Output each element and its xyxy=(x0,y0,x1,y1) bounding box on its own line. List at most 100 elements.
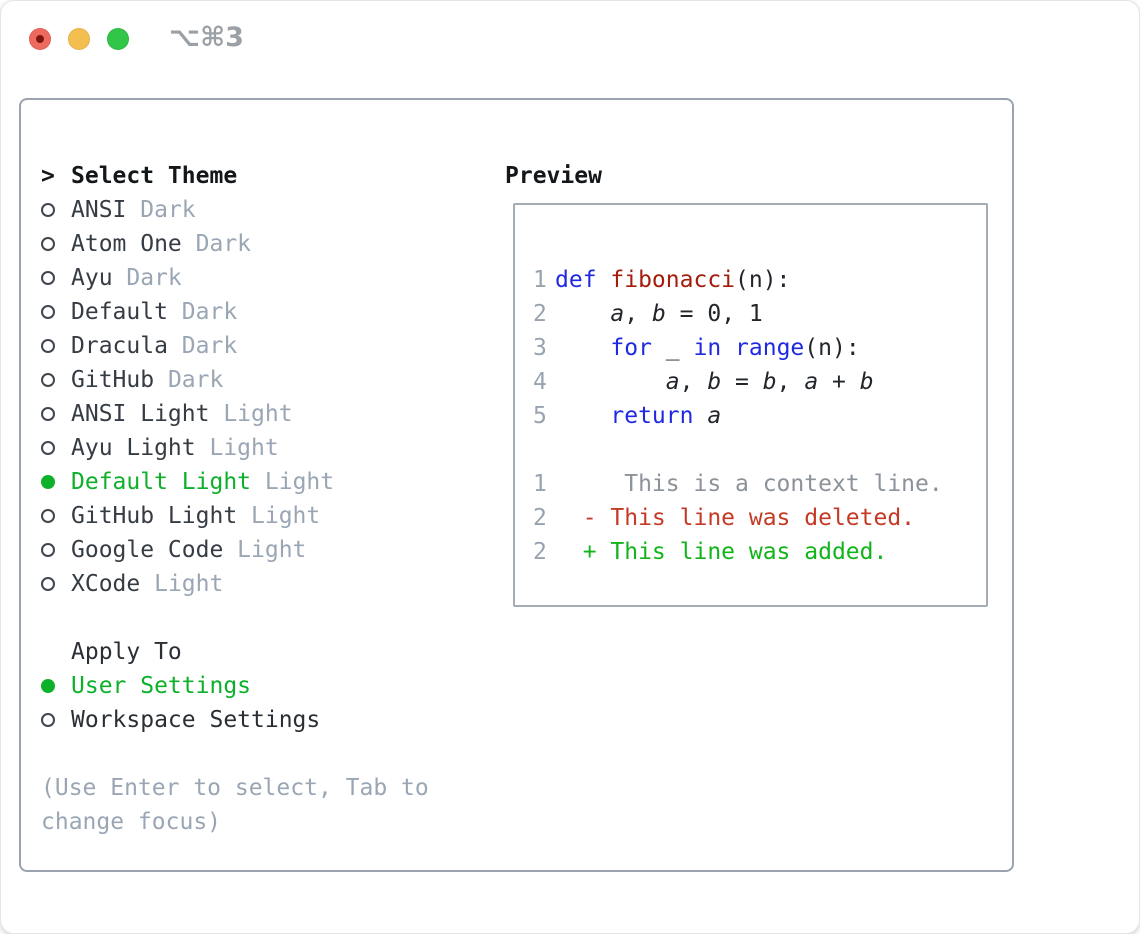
code-token: b xyxy=(651,301,666,327)
close-button[interactable] xyxy=(29,28,51,50)
theme-variant: Dark xyxy=(126,265,182,291)
radio-unselected-icon xyxy=(41,543,55,557)
theme-variant: Dark xyxy=(167,367,224,393)
theme-name: Default Light xyxy=(71,469,265,495)
code-token: a xyxy=(665,369,680,395)
close-dot-icon xyxy=(36,35,44,43)
code-token: def xyxy=(555,267,611,293)
zoom-button[interactable] xyxy=(107,28,129,50)
theme-option-atom-one[interactable]: Atom One Dark xyxy=(41,227,251,261)
code-token: + xyxy=(818,369,860,395)
theme-option-default-light[interactable]: Default Light Light xyxy=(41,465,334,499)
radio-unselected-icon xyxy=(41,407,55,421)
radio-unselected-icon xyxy=(41,339,55,353)
theme-option-ansi-light[interactable]: ANSI Light Light xyxy=(41,397,293,431)
theme-name: XCode xyxy=(71,571,155,597)
minimize-button[interactable] xyxy=(68,28,90,50)
theme-name: ANSI Light xyxy=(71,401,224,427)
theme-variant: Light xyxy=(154,571,224,597)
apply-to-header: Apply To xyxy=(41,635,182,669)
theme-variant: Light xyxy=(251,503,321,529)
theme-option-xcode[interactable]: XCode Light xyxy=(41,567,223,601)
preview-diff-line-ctx: 1 This is a context line. xyxy=(533,467,943,501)
theme-name: Atom One xyxy=(71,231,196,257)
line-number: 1 xyxy=(533,267,547,293)
radio-unselected-icon xyxy=(41,373,55,387)
theme-name: GitHub xyxy=(71,367,168,393)
theme-name: ANSI xyxy=(71,197,141,223)
code-token: a xyxy=(610,301,625,327)
theme-variant: Light xyxy=(209,435,279,461)
code-token: = xyxy=(665,301,708,327)
line-number: 2 xyxy=(533,539,547,565)
radio-unselected-icon xyxy=(41,713,55,727)
theme-name: Default xyxy=(71,299,182,325)
theme-option-ansi[interactable]: ANSI Dark xyxy=(41,193,196,227)
code-token: in xyxy=(693,335,722,361)
help-text-line-2: change focus) xyxy=(41,809,222,835)
radio-unselected-icon xyxy=(41,305,55,319)
theme-option-ayu[interactable]: Ayu Dark xyxy=(41,261,182,295)
theme-name: Ayu Light xyxy=(71,435,210,461)
theme-name: Dracula xyxy=(71,333,182,359)
theme-variant: Dark xyxy=(195,231,252,257)
select-theme-title: Select Theme xyxy=(71,163,238,189)
radio-unselected-icon xyxy=(41,441,55,455)
code-token: = xyxy=(721,369,763,395)
code-token: , xyxy=(776,369,805,395)
line-number: 2 xyxy=(533,505,547,531)
preview-diff-line-add: 2 + This line was added. xyxy=(533,535,887,569)
theme-variant: Dark xyxy=(140,197,196,223)
code-token: (n): xyxy=(735,267,791,293)
apply-option-label: User Settings xyxy=(71,673,252,699)
theme-variant: Light xyxy=(237,537,307,563)
code-token: _ xyxy=(651,335,694,361)
code-token: fibonacci xyxy=(610,267,736,293)
code-token: b xyxy=(762,369,777,395)
select-theme-header: > Select Theme xyxy=(41,159,237,193)
code-token: b xyxy=(707,369,722,395)
window-titlebar: ⌥⌘3 xyxy=(29,22,244,53)
code-token: a xyxy=(707,403,722,429)
code-token xyxy=(721,335,735,361)
preview-code-line: 3 for _ in range(n): xyxy=(533,331,860,365)
preview-code-line: 5 return a xyxy=(533,399,721,433)
preview-diff-line-del: 2 - This line was deleted. xyxy=(533,501,915,535)
theme-option-github[interactable]: GitHub Dark xyxy=(41,363,223,397)
code-token: a xyxy=(804,369,819,395)
line-number: 3 xyxy=(533,335,547,361)
help-text-line-1: (Use Enter to select, Tab to xyxy=(41,775,429,801)
apply-to-title: Apply To xyxy=(71,639,182,665)
theme-variant: Light xyxy=(264,469,335,495)
theme-name: GitHub Light xyxy=(71,503,252,529)
theme-option-google-code[interactable]: Google Code Light xyxy=(41,533,306,567)
line-number: 5 xyxy=(533,403,547,429)
code-token xyxy=(693,403,707,429)
apply-option-user-settings[interactable]: User Settings xyxy=(41,669,251,703)
theme-variant: Dark xyxy=(181,333,238,359)
radio-unselected-icon xyxy=(41,203,55,217)
theme-option-default[interactable]: Default Dark xyxy=(41,295,237,329)
diff-text: + This line was added. xyxy=(555,539,888,565)
code-token: 0, 1 xyxy=(707,301,763,327)
apply-option-label: Workspace Settings xyxy=(71,707,321,733)
window-title: ⌥⌘3 xyxy=(169,21,244,53)
theme-option-ayu-light[interactable]: Ayu Light Light xyxy=(41,431,279,465)
code-token: (n): xyxy=(804,335,860,361)
line-number: 4 xyxy=(533,369,547,395)
diff-text: This is a context line. xyxy=(555,471,943,497)
apply-option-workspace-settings[interactable]: Workspace Settings xyxy=(41,703,320,737)
theme-option-dracula[interactable]: Dracula Dark xyxy=(41,329,237,363)
line-number: 2 xyxy=(533,301,547,327)
preview-code-line: 4 a, b = b, a + b xyxy=(533,365,874,399)
code-token: for xyxy=(610,335,652,361)
diff-text: - This line was deleted. xyxy=(555,505,916,531)
theme-option-github-light[interactable]: GitHub Light Light xyxy=(41,499,320,533)
radio-unselected-icon xyxy=(41,509,55,523)
theme-name: Google Code xyxy=(71,537,238,563)
code-token xyxy=(555,335,610,361)
preview-code-line: 2 a, b = 0, 1 xyxy=(533,297,763,331)
